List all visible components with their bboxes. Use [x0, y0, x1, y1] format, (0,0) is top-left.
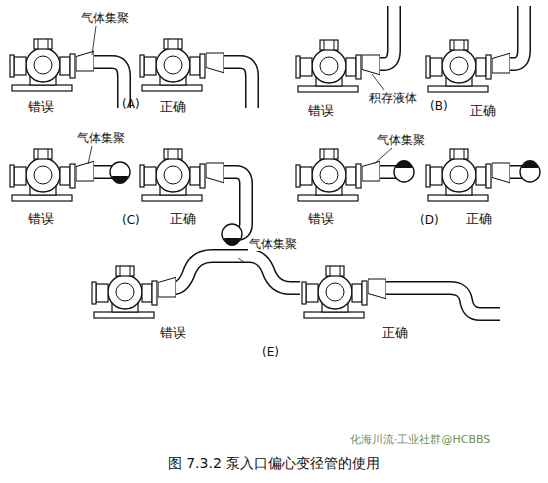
wrong-mark: 错误: [160, 326, 186, 340]
panel-letter: (E): [262, 346, 279, 359]
right-mark: 正确: [382, 326, 408, 340]
panel-letter: (D): [420, 214, 439, 227]
wrong-mark: 错误: [28, 212, 54, 226]
gas-note: 气体集聚: [376, 134, 426, 147]
wrong-mark: 错误: [308, 212, 334, 226]
liquid-note: 积存液体: [368, 92, 418, 105]
right-mark: 正确: [170, 212, 196, 226]
right-mark: 正确: [470, 104, 496, 118]
gas-note: 气体集聚: [80, 12, 130, 25]
wrong-mark: 错误: [28, 100, 54, 114]
wrong-mark: 错误: [308, 104, 334, 118]
panel-letter: (C): [122, 214, 140, 227]
figure-caption: 图 7.3.2 泵入口偏心变径管的使用: [168, 456, 381, 471]
right-mark: 正确: [466, 212, 492, 226]
panel-letter: (A): [122, 98, 140, 111]
right-mark: 正确: [160, 100, 186, 114]
watermark: 化海川流·工业社群@HCBBS: [350, 434, 490, 446]
gas-note: 气体集聚: [248, 238, 298, 251]
gas-note: 气体集聚: [76, 132, 126, 145]
panel-letter: (B): [430, 100, 448, 113]
